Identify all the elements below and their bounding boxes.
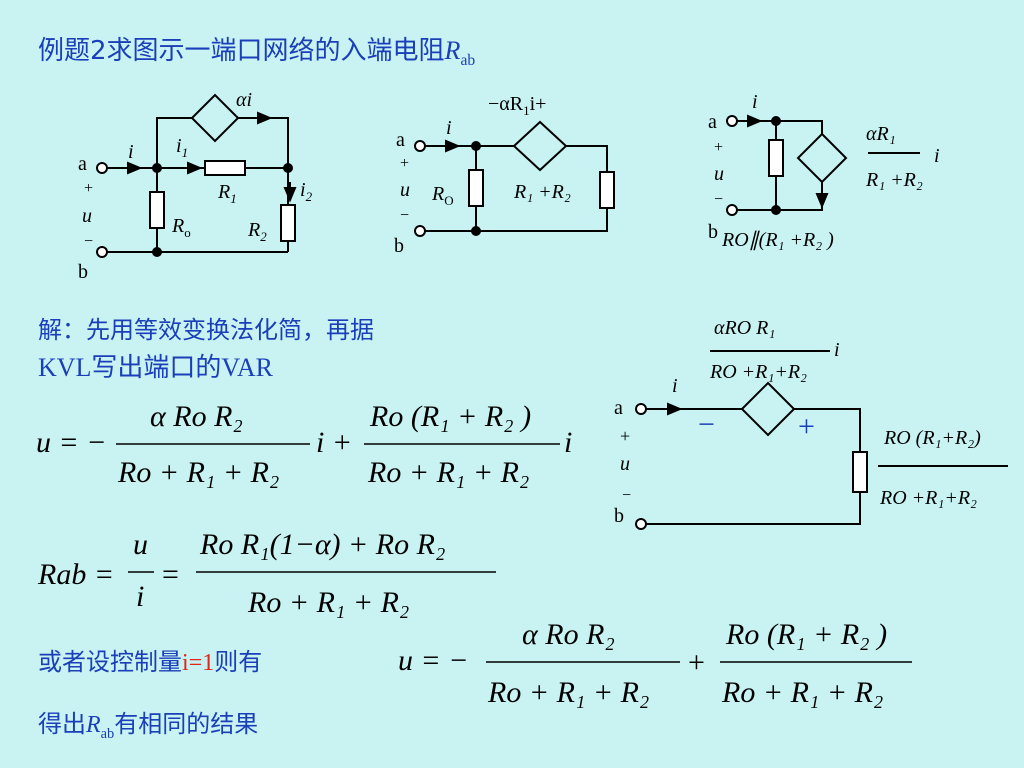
c1-node-b: b [78,261,88,283]
eq3-num1: α Ro R₂ [522,618,615,651]
eq2-frac-den: i [136,580,144,613]
c4-src-minus: − [698,408,715,441]
control-value: i=1 [182,650,215,676]
c2-node-a: a [396,129,405,151]
circuit-2 [414,120,615,237]
c4-voltage: u [620,453,630,475]
c3-plus: + [714,139,723,156]
eq1-num2: Ro (R₁ + R₂ ) [369,400,531,433]
c1-current-i: i [128,141,134,163]
circuit-4 [635,350,1008,530]
eq2-lhs: Rab = [37,558,114,591]
eq2-eq: = [162,558,179,591]
circuit-1-labels: a + u − b i i1 αi R1 i2 R2 Ro [78,89,313,283]
c1-source-label: αi [236,89,252,111]
circuit-2-labels: a + u − b i −αR1i+ RO R₁ +R₂ [394,93,571,257]
c2-current: i [446,117,452,139]
c3-frac-den: R₁ +R₂ [865,169,923,191]
c2-series-label: R₁ +R₂ [513,181,571,203]
eq2-frac-num: u [133,528,148,561]
c4-src-plus: + [798,410,815,443]
eq1-lhs: u = − [36,426,107,459]
c3-voltage: u [714,163,724,185]
solution-line-1: 解：先用等效变换法化简，再据 [38,316,374,344]
c3-node-b: b [708,221,718,243]
c3-current: i [752,91,758,113]
c2-minus: − [400,207,409,224]
c4-res-den: RO +R₁+R₂ [879,487,977,509]
eq1-den2: Ro + R₁ + R₂ [367,456,529,489]
c1-current-i2: i2 [300,179,313,204]
c3-node-a: a [708,111,717,133]
c1-current-i1: i1 [176,135,188,160]
c4-res-num: RO (R₁+R₂) [883,427,981,449]
eq3-num2: Ro (R₁ + R₂ ) [725,618,887,651]
c3-frac-tail: i [934,145,940,167]
equations: u = − α Ro R₂ Ro + R₁ + R₂ i + Ro (R₁ + … [36,400,887,709]
circuit-3-labels: a + u − b i αR₁ R₁ +R₂ i RO∥(R₁ +R₂ ) [708,91,940,251]
circuit-3 [726,114,920,216]
eq1-den1: Ro + R₁ + R₂ [117,456,279,489]
c4-node-a: a [614,397,623,419]
eq1-num1: α Ro R₂ [150,400,243,433]
solution-line-2: KVL写出端口的VAR [38,353,273,382]
c1-minus: − [84,233,93,250]
eq3-mid: + [688,646,705,679]
c2-Ro: RO [431,183,454,208]
note-line: 或者设控制量i=1则有 [38,648,263,676]
fraction-bars [116,443,912,663]
slide-title: 例题2求图示一端口网络的入端电阻Rab [38,36,476,70]
eq3-den2: Ro + R₁ + R₂ [721,676,883,709]
eq1-mid: i + [316,426,352,459]
eq3-lhs: u = − [398,644,469,677]
c4-minus: − [622,487,631,504]
c2-source-label: −αR1i+ [488,93,546,118]
c1-R2: R2 [247,219,267,244]
c3-frac-num: αR₁ [866,123,896,145]
c4-src-den: RO +R₁+R₂ [709,361,807,383]
c3-minus: − [714,191,723,208]
c1-voltage: u [82,205,92,227]
c2-node-b: b [394,235,404,257]
c1-plus: + [84,180,93,197]
c4-plus: + [620,426,630,446]
circuit-4-labels: a + u − b i αRO R₁ RO +R₁+R₂ i − + RO (R… [614,317,981,527]
eq2-num: Ro R₁(1−α) + Ro R₂ [199,528,445,561]
eq3-den1: Ro + R₁ + R₂ [487,676,649,709]
c1-Ro: Ro [171,215,191,240]
c2-voltage: u [400,179,410,201]
c4-current: i [672,375,678,397]
eq2-den: Ro + R₁ + R₂ [247,586,409,619]
c4-src-num: αRO R₁ [714,317,775,339]
c1-R1: R1 [217,181,237,206]
conclusion-line: 得出Rab有相同的结果 [38,710,259,742]
circuit-1 [96,93,297,258]
c4-node-b: b [614,505,624,527]
c2-plus: + [400,155,409,172]
c1-node-a: a [78,153,87,175]
eq1-tail: i [564,426,572,459]
c4-src-tail: i [834,339,840,361]
c3-parallel-label: RO∥(R₁ +R₂ ) [721,229,834,251]
